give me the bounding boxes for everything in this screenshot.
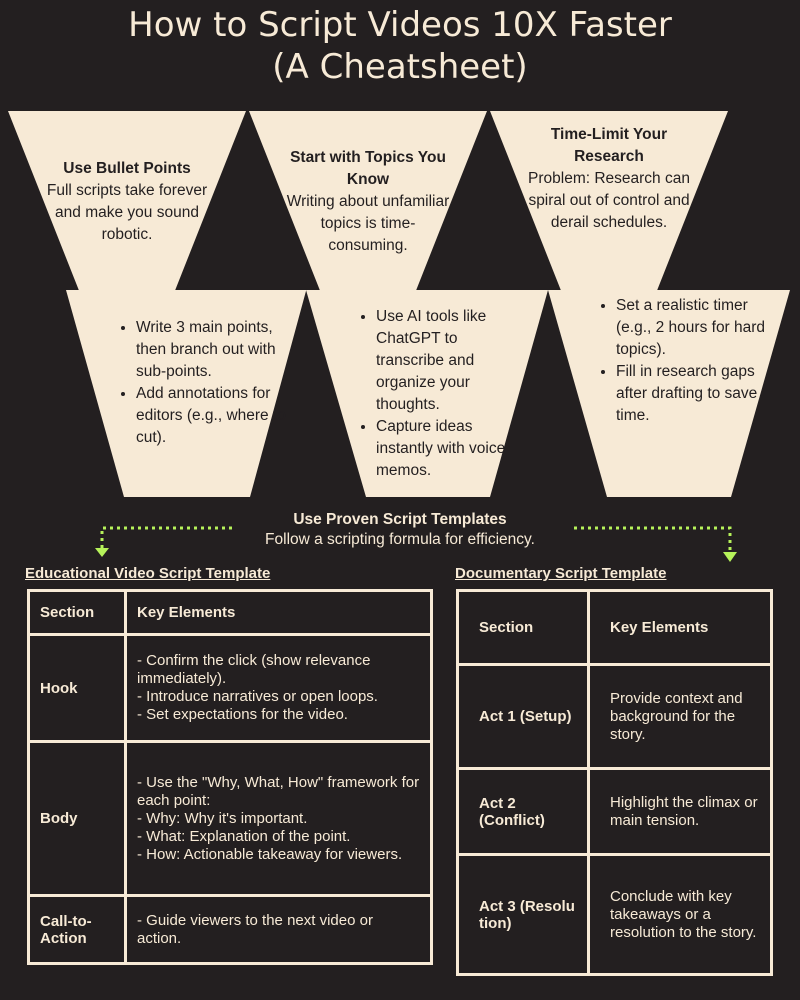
tip-3-top-triangle xyxy=(490,111,728,412)
elements-cell: Provide context and background for the s… xyxy=(587,663,773,770)
table-row: Act 1 (Setup) Provide context and backgr… xyxy=(456,663,773,770)
table-row: Hook - Confirm the click (show relevance… xyxy=(27,633,433,743)
element-line: - Set expectations for the video. xyxy=(137,706,348,723)
title-line-2: (A Cheatsheet) xyxy=(272,47,528,87)
section-cell: Act 2 (Conflict) xyxy=(456,767,590,856)
tip-2-body: Writing about unfamiliar topics is time-… xyxy=(286,193,450,254)
tip-2-bullets: Use AI tools like ChatGPT to transcribe … xyxy=(356,306,524,482)
right-arrow-icon xyxy=(574,526,737,562)
section-cell: Act 3 (Resolution) xyxy=(456,853,590,976)
templates-heading: Use Proven Script Templates xyxy=(293,511,507,528)
element-line: - Why: Why it's important. xyxy=(137,809,308,827)
tip-2-heading: Start with Topics You Know xyxy=(290,149,446,188)
tip-1-body: Full scripts take forever and make you s… xyxy=(46,182,208,243)
tips-triangles xyxy=(8,111,790,497)
elements-cell: Highlight the climax or main tension. xyxy=(587,767,773,856)
section-cell: Act 1 (Setup) xyxy=(456,663,590,770)
element-line: - What: Explanation of the point. xyxy=(137,827,351,845)
templates-header: Use Proven Script Templates Follow a scr… xyxy=(0,510,800,550)
documentary-template-table: Section Key Elements Act 1 (Setup) Provi… xyxy=(456,589,773,976)
table-row: Body - Use the "Why, What, How" framewor… xyxy=(27,740,433,897)
tip-1-header: Use Bullet Points Full scripts take fore… xyxy=(44,158,210,246)
header-section: Section xyxy=(456,589,590,666)
tip-2-top-triangle xyxy=(249,111,487,412)
table-row: Act 3 (Resolution) Conclude with key tak… xyxy=(456,853,773,976)
tip-3-bullet-1: Set a realistic timer (e.g., 2 hours for… xyxy=(616,295,766,361)
tip-3-header: Time-Limit Your Research Problem: Resear… xyxy=(527,124,691,234)
tip-2-header: Start with Topics You Know Writing about… xyxy=(284,147,452,257)
elements-cell: - Use the "Why, What, How" framework for… xyxy=(124,740,433,897)
header-key-elements: Key Elements xyxy=(587,589,773,666)
tip-3-heading: Time-Limit Your Research xyxy=(550,126,668,165)
left-arrow-icon xyxy=(95,526,232,557)
tip-1-bullets: Write 3 main points, then branch out wit… xyxy=(116,317,294,449)
tip-2-bullet-1: Use AI tools like ChatGPT to transcribe … xyxy=(376,306,524,416)
tip-3-bottom-shape xyxy=(548,290,790,497)
elements-cell: - Confirm the click (show relevance imme… xyxy=(124,633,433,743)
tip-3-bullet-2: Fill in research gaps after drafting to … xyxy=(616,361,766,427)
element-line: - Use the "Why, What, How" framework for… xyxy=(137,773,420,809)
documentary-table-title: Documentary Script Template xyxy=(455,565,667,582)
table-header-row: Section Key Elements xyxy=(27,589,433,636)
page-title: How to Script Videos 10X Faster (A Cheat… xyxy=(0,4,800,88)
section-cell: Call-to-Action xyxy=(27,894,127,965)
educational-table-title: Educational Video Script Template xyxy=(25,565,271,582)
element-line: - Confirm the click (show relevance imme… xyxy=(137,652,371,687)
tip-2-bottom-shape xyxy=(306,290,548,497)
tip-3-body: Problem: Research can spiral out of cont… xyxy=(528,170,690,231)
tip-1-top-triangle xyxy=(8,111,246,412)
section-cell: Body xyxy=(27,740,127,897)
tip-1-heading: Use Bullet Points xyxy=(63,160,191,177)
table-row: Act 2 (Conflict) Highlight the climax or… xyxy=(456,767,773,856)
element-line: - Introduce narratives or open loops. xyxy=(137,688,378,705)
table-row: Call-to-Action - Guide viewers to the ne… xyxy=(27,894,433,965)
elements-cell: - Guide viewers to the next video or act… xyxy=(124,894,433,965)
element-line: - How: Actionable takeaway for viewers. xyxy=(137,845,403,863)
tip-1-bottom-shape xyxy=(66,290,306,497)
tip-1-bullet-2: Add annotations for editors (e.g., where… xyxy=(136,383,294,449)
section-cell: Hook xyxy=(27,633,127,743)
title-line-1: How to Script Videos 10X Faster xyxy=(128,5,672,45)
tip-1-bullet-1: Write 3 main points, then branch out wit… xyxy=(136,317,294,383)
elements-cell: Conclude with key takeaways or a resolut… xyxy=(587,853,773,976)
templates-subheading: Follow a scripting formula for efficienc… xyxy=(265,531,535,548)
header-section: Section xyxy=(27,589,127,636)
element-line: - Guide viewers to the next video or act… xyxy=(137,911,373,947)
educational-template-table: Section Key Elements Hook - Confirm the … xyxy=(27,589,433,965)
tip-2-bullet-2: Capture ideas instantly with voice memos… xyxy=(376,416,524,482)
tip-3-bullets: Set a realistic timer (e.g., 2 hours for… xyxy=(596,295,766,427)
header-key-elements: Key Elements xyxy=(124,589,433,636)
table-header-row: Section Key Elements xyxy=(456,589,773,666)
